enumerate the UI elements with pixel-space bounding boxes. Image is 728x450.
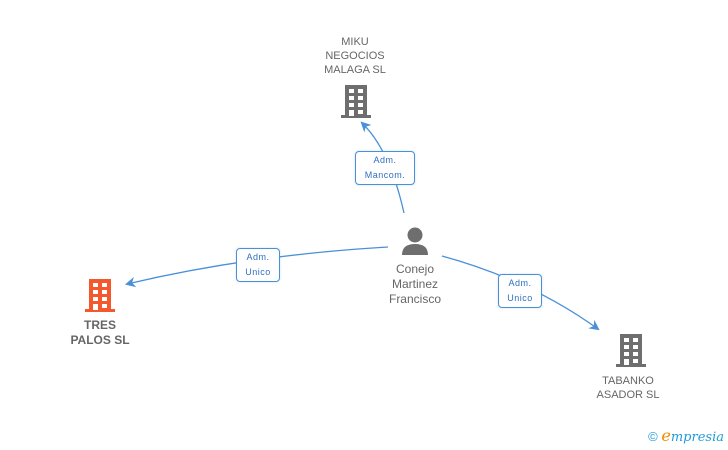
copyright-symbol: © — [648, 429, 658, 444]
person-icon[interactable] — [400, 226, 430, 256]
building-icon[interactable] — [615, 334, 647, 368]
node-label-tabanko[interactable]: TABANKO ASADOR SL — [596, 375, 660, 401]
node-label-tres[interactable]: TRES PALOS SL — [70, 318, 130, 347]
node-label-person[interactable]: Conejo Martinez Francisco — [388, 262, 441, 306]
building-icon-highlighted[interactable] — [84, 279, 116, 313]
building-icon[interactable] — [340, 85, 372, 119]
empresia-logo: © empresia — [648, 426, 724, 445]
edge-label-miku: Adm. Mancom. — [355, 151, 415, 185]
brand-e: e — [661, 426, 671, 445]
edge-label-tabanko: Adm. Unico — [498, 274, 542, 308]
brand-name: mpresia — [670, 430, 724, 445]
node-label-miku[interactable]: MIKU NEGOCIOS MALAGA SL — [324, 36, 386, 76]
edge-label-tres: Adm. Unico — [236, 248, 280, 282]
